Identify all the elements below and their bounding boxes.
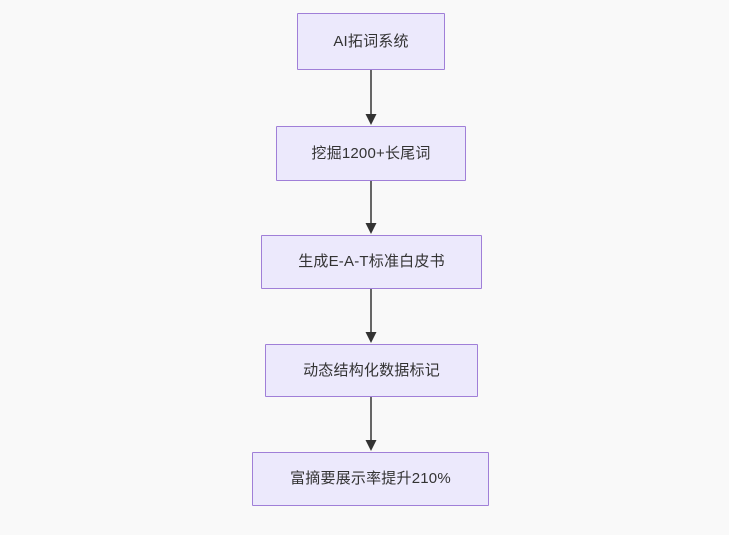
arrow-down-icon	[365, 223, 377, 234]
flow-node-mine-longtail-keywords[interactable]: 挖掘1200+长尾词	[276, 126, 466, 181]
flow-node-ai-keyword-system[interactable]: AI拓词系统	[297, 13, 445, 70]
flow-node-generate-eat-whitepaper[interactable]: 生成E-A-T标准白皮书	[261, 235, 482, 289]
flow-node-label: 动态结构化数据标记	[303, 361, 440, 379]
arrow-down-icon	[365, 332, 377, 343]
flow-node-label: 富摘要展示率提升210%	[290, 470, 451, 487]
flow-node-dynamic-structured-data-markup[interactable]: 动态结构化数据标记	[265, 344, 478, 397]
flow-node-label: 挖掘1200+长尾词	[311, 144, 431, 162]
flow-node-rich-snippet-impression-lift[interactable]: 富摘要展示率提升210%	[252, 452, 489, 506]
flow-edge-2	[365, 289, 377, 343]
arrow-down-icon	[365, 114, 377, 125]
flow-node-label: AI拓词系统	[333, 32, 409, 50]
flow-edge-3	[365, 397, 377, 451]
arrow-down-icon	[365, 440, 377, 451]
flow-node-label: 生成E-A-T标准白皮书	[298, 253, 445, 270]
flow-edge-1	[365, 181, 377, 234]
flow-edge-0	[365, 70, 377, 125]
